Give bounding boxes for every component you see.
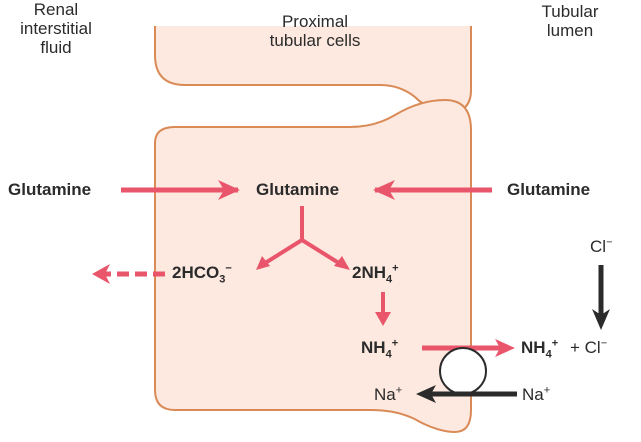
chloride-top-label: Cl−: [590, 236, 613, 256]
ammonium-cell-label: NH4+: [361, 337, 399, 361]
bicarbonate-label: 2HCO3−: [172, 262, 232, 286]
chloride-arrow: [592, 265, 610, 330]
sodium-cell-label: Na+: [374, 384, 403, 404]
bicarbonate-efflux-arrow: [92, 264, 165, 284]
label-proximal-tubular-cells: Proximal tubular cells: [269, 12, 361, 50]
glutamine-lumen: Glutamine: [507, 180, 591, 199]
sodium-uptake-arrow: [416, 385, 517, 403]
glutamine-uptake-arrow-left: [121, 180, 240, 200]
glutamine-cell: Glutamine: [256, 180, 340, 199]
ammonium-down-arrow: [375, 292, 391, 326]
label-tubular-lumen: Tubular lumen: [541, 2, 599, 40]
ammonium-lumen-label: NH4+: [521, 337, 559, 361]
glutamine-uptake-arrow-right: [373, 180, 492, 200]
glutamine-interstitial: Glutamine: [8, 180, 92, 199]
chloride-lumen-label: + Cl−: [570, 337, 608, 357]
sodium-lumen-label: Na+: [522, 384, 551, 404]
ammonium-2-label: 2NH4+: [352, 262, 399, 286]
label-renal-interstitial-fluid: Renal interstitial fluid: [20, 0, 92, 57]
na-nh4-antiporter: [439, 347, 487, 395]
glutamine-metabolism-arrows: [260, 206, 344, 267]
